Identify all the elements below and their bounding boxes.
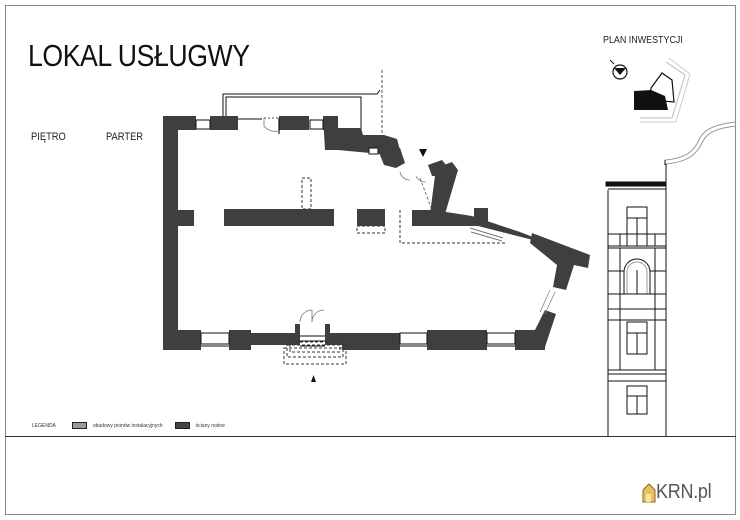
legend-swatch-shafts — [71, 422, 87, 429]
floor-label: PIĘTRO — [31, 131, 66, 143]
doors — [263, 117, 556, 323]
site-plan-drawing — [609, 57, 691, 123]
site-plan-label: PLAN INWESTYCJI — [603, 34, 683, 46]
legend-swatch-walls — [174, 422, 190, 429]
windows — [195, 118, 516, 347]
entrance-steps — [300, 335, 325, 347]
entrance-arrow-icon — [311, 149, 427, 382]
diagonal-window — [469, 227, 504, 242]
legend-title: LEGENDA — [32, 422, 56, 429]
floor-value: PARTER — [106, 131, 144, 143]
legend-label-shafts: obudowy pionów instalacyjnych — [92, 422, 163, 429]
logo-text: KRN.pl — [656, 481, 712, 503]
building-elevation — [605, 164, 667, 436]
footer-divider — [5, 436, 736, 437]
legend-label-walls: ściany nośne — [195, 422, 225, 429]
load-bearing-walls — [163, 116, 590, 350]
canopy-outline — [222, 70, 383, 135]
house-icon — [642, 482, 656, 502]
krn-logo[interactable]: KRN.pl — [642, 481, 718, 504]
dashed-features — [283, 177, 505, 365]
compass-icon — [612, 64, 628, 80]
drawing-title: LOKAL USŁUGWY — [28, 38, 250, 73]
legend: LEGENDA obudowy pionów instalacyjnych śc… — [32, 422, 225, 429]
drawing-frame — [5, 5, 736, 515]
facade-ornament — [664, 121, 737, 165]
